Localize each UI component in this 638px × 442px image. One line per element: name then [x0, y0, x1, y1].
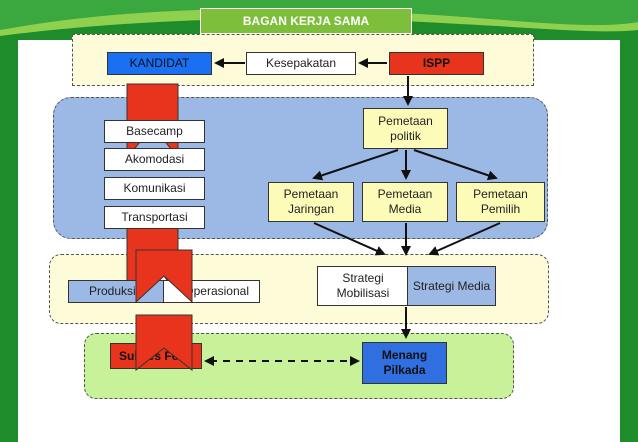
strategi-media-box: Strategi Media: [407, 266, 496, 306]
pemetaan-politik-box: Pemetaan politik: [363, 108, 448, 149]
arrow-pemilih-to-strategi: [428, 222, 501, 256]
chevron-up-icon: [135, 314, 193, 372]
strategi-mobilisasi-box: Strategi Mobilisasi: [317, 266, 409, 306]
support-item-basecamp: Basecamp: [104, 120, 205, 143]
arrowhead-left-icon: [204, 356, 214, 366]
kandidat-box: KANDIDAT: [107, 52, 212, 75]
pemetaan-pemilih-box: Pemetaan Pemilih: [456, 182, 545, 222]
arrow-politik-to-pemilih: [413, 149, 498, 181]
chevron-up-icon: [135, 249, 193, 304]
arrow-politik-to-jaringan: [312, 149, 399, 181]
kesepakatan-box: Kesepakatan: [246, 52, 356, 75]
support-item-akomodasi: Akomodasi: [104, 148, 205, 171]
diagram-title: BAGAN KERJA SAMA: [200, 8, 412, 34]
arrowhead-right-icon: [350, 356, 360, 366]
ispp-box: ISPP: [389, 52, 484, 75]
pemetaan-jaringan-box: Pemetaan Jaringan: [268, 182, 354, 222]
support-item-transportasi: Transportasi: [104, 206, 205, 229]
menang-pilkada-box: Menang Pilkada: [362, 342, 447, 384]
arrow-jaringan-to-strategi: [313, 222, 386, 256]
support-item-komunikasi: Komunikasi: [104, 177, 205, 200]
pemetaan-media-box: Pemetaan Media: [362, 182, 448, 222]
